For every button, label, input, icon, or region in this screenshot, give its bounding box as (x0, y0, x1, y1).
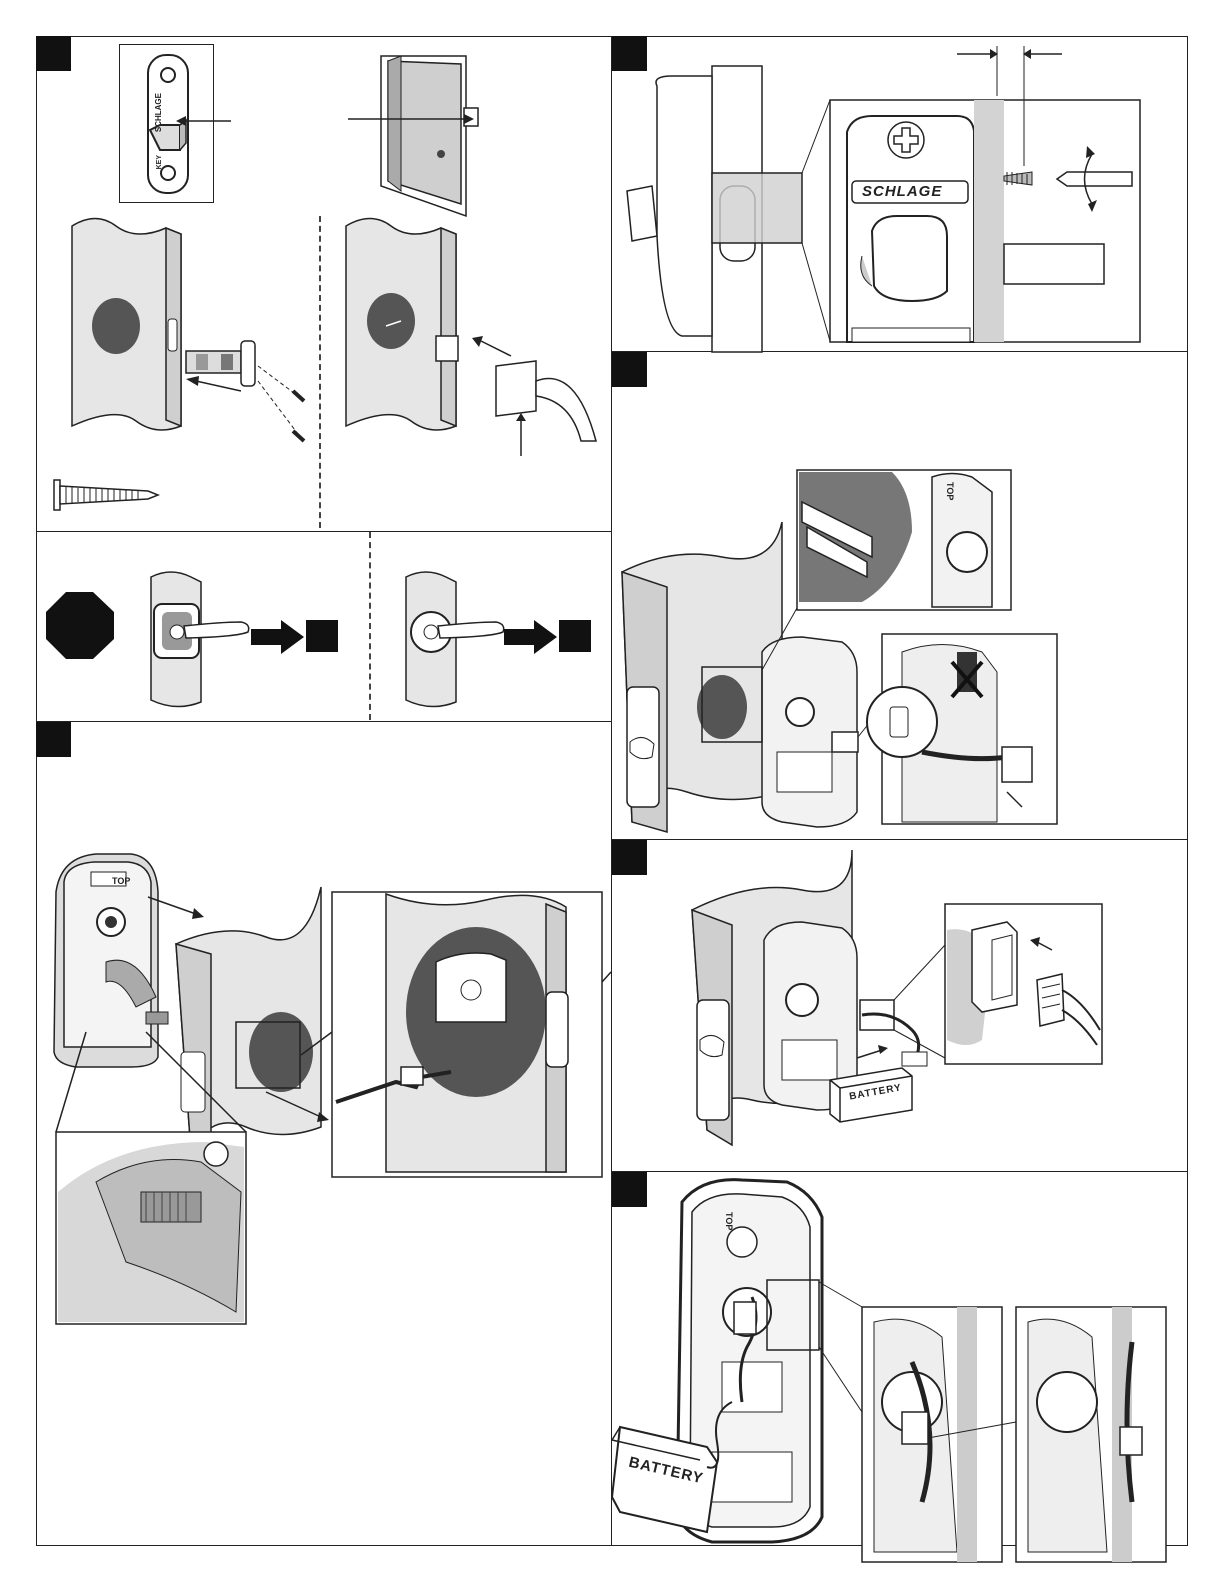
stop-sign-icon (46, 592, 114, 659)
goto-step-box (559, 620, 591, 652)
wire-routing-detail-b (1016, 1307, 1166, 1562)
panel-connect-cable: BATTERY (612, 840, 1188, 1172)
panel1-lines (36, 36, 612, 532)
plate-top-label-large: TOP (724, 1212, 734, 1230)
panel2-divider (369, 532, 371, 720)
panel-latch-install: SCHLAGE KEY (36, 36, 612, 532)
arrow-right-icon (251, 620, 304, 654)
panel-existing-hardware (36, 532, 612, 722)
panel7-drawings (612, 1172, 1188, 1546)
exterior-escutcheon (54, 854, 168, 1067)
panel6-drawings (612, 840, 1188, 1172)
connector-zoom-detail (867, 634, 1057, 824)
door-edge-block-left (72, 219, 181, 431)
panel-mount-exterior: TOP (36, 722, 612, 1546)
latch-brand-text: SCHLAGE (862, 183, 942, 200)
latch-screws (258, 366, 304, 441)
panel3-drawings (36, 722, 612, 1546)
escutcheon-top-label: TOP (112, 876, 130, 886)
wire-routing-detail-a (862, 1307, 1002, 1562)
lock-side-view (627, 66, 802, 352)
panel-battery-routing: BATTERY TOP (612, 1172, 1188, 1546)
arrow-right-icon (504, 620, 557, 654)
interior-mounting-plate (762, 637, 858, 827)
panel5-drawings (612, 352, 1188, 840)
panel-mount-interior: TOP (612, 352, 1188, 840)
connector-plug-detail (945, 904, 1102, 1064)
door-block-exterior (176, 887, 321, 1162)
door-edge-block-right (346, 219, 456, 431)
spindle-zoom-detail (797, 470, 1011, 610)
wood-screw (54, 480, 158, 510)
latch-backset-detail (830, 100, 1140, 342)
drive-latch-hammer (436, 336, 596, 456)
panel1-divider (319, 216, 321, 528)
door-drawing (381, 56, 478, 216)
plate-top-label: TOP (945, 482, 955, 500)
panel-backset-adjust: SCHLAGE (612, 36, 1188, 352)
lever-option-a (151, 572, 338, 707)
screw-callout-detail (56, 1132, 246, 1324)
goto-step-box (306, 620, 338, 652)
door-zoom-detail (332, 892, 611, 1177)
panel2-drawings (36, 532, 612, 722)
lever-option-b (406, 572, 591, 707)
